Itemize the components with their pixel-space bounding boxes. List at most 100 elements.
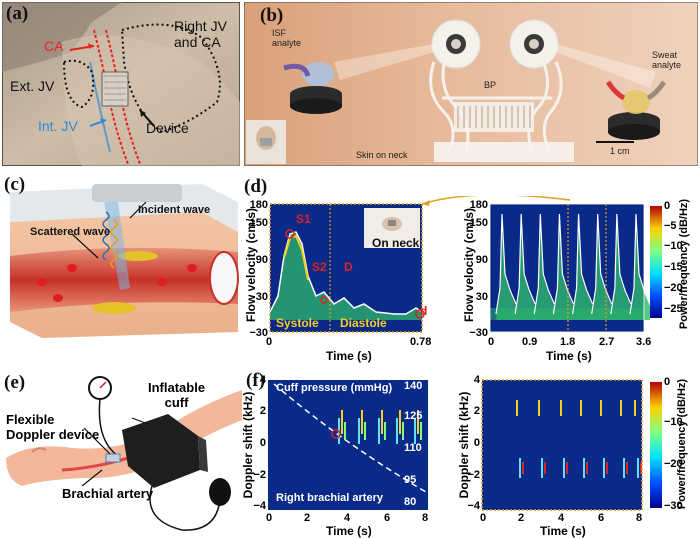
f-burst (417, 410, 419, 434)
d-left-xtick-1: 0.78 (410, 336, 432, 348)
d-inset-label: On neck (372, 236, 420, 250)
d-colorbar-label: Power/frequency (dB/Hz) (678, 198, 690, 330)
scattered-wave-label: Scattered wave (30, 226, 111, 238)
d-marker-d: D (344, 260, 353, 274)
f-burst (522, 462, 524, 474)
d-left-xtick-0: 0 (266, 336, 273, 348)
f-burst (414, 418, 416, 444)
f-burst (541, 458, 543, 478)
f-burst (399, 410, 401, 434)
f-burst (384, 422, 386, 440)
d-right-pulse (610, 216, 631, 320)
f-colorbar-label: Power/frequency (dB/Hz) (676, 378, 688, 510)
f-burst (626, 462, 628, 474)
f-burst (381, 410, 383, 434)
d-marker-s1: S1 (296, 212, 311, 226)
f-burst (396, 418, 398, 444)
d-systole-label: Systole (276, 316, 319, 330)
e-brachial-artery-label: Brachial artery (62, 486, 154, 501)
d-right-pulse-envelope (533, 213, 555, 315)
int-jv-label: Int. JV (38, 118, 78, 134)
f-burst (586, 462, 588, 474)
panel-f-label: (f) (246, 370, 265, 391)
d-marker-d-end: d (420, 304, 428, 318)
f-burst (344, 422, 346, 440)
f-burst (358, 418, 360, 444)
d-right-pulse (630, 216, 650, 320)
d-right-pulse-envelope (571, 213, 594, 315)
f-burst (563, 458, 565, 478)
f-burst (623, 458, 625, 478)
d-right-pulse (496, 216, 516, 320)
device-label: Device (146, 120, 189, 136)
f-left-plot (268, 380, 428, 510)
d-left-envelope (270, 232, 422, 320)
panel-d-charts (269, 196, 662, 333)
d-right-pulse-envelope (495, 213, 517, 315)
d-marker-s2: S2 (312, 260, 327, 274)
ext-jv-label: Ext. JV (10, 78, 55, 94)
d-right-xlabel: Time (s) (546, 349, 592, 363)
panel-a-photo (1, 1, 241, 167)
panel-e-label: (e) (4, 372, 26, 393)
d-right-pulse (534, 216, 555, 320)
panel-c-label: (c) (4, 174, 26, 195)
d-right-pulse-envelope (591, 213, 613, 315)
d-right-pulse (572, 216, 593, 320)
f-burst (606, 462, 608, 474)
f-cuff-pressure-label: Cuff pressure (mmHg) (276, 382, 393, 394)
f-right-xlabel: Time (s) (540, 524, 586, 538)
f-burst (580, 400, 582, 416)
f-left-ylabel: Doppler shift (kHz) (241, 391, 255, 499)
f-burst (341, 410, 343, 434)
d-right-pulse-envelope (629, 213, 651, 315)
f-burst (361, 410, 363, 434)
d-right-pulse (591, 216, 612, 320)
d-left-xlabel: Time (s) (326, 349, 372, 363)
d-right-pulse (553, 216, 574, 320)
f-burst (640, 462, 642, 474)
f-burst (583, 458, 585, 478)
panel-d-label: (d) (244, 176, 268, 197)
d-right-pulse-envelope (610, 213, 632, 315)
panel-f-charts (268, 379, 662, 511)
f-burst (364, 422, 366, 440)
f-burst (538, 400, 540, 416)
device-patch (101, 71, 129, 107)
f-burst (634, 400, 636, 416)
f-burst (600, 400, 602, 416)
panel-c-illustration (2, 172, 242, 338)
f-right-brachial-label: Right brachial artery (276, 492, 383, 504)
incident-wave-label: Incident wave (138, 204, 211, 216)
panel-b-photo (243, 1, 699, 167)
f-burst (620, 400, 622, 416)
f-burst (637, 458, 639, 478)
f-burst (603, 458, 605, 478)
f-burst (566, 462, 568, 474)
f-right-ylabel: Doppler shift (kHz) (457, 391, 471, 499)
ca-label: CA (44, 38, 64, 54)
ca-outline (93, 29, 129, 165)
f-right-plot (482, 380, 642, 510)
f-burst (519, 458, 521, 478)
d-diastole-label: Diastole (340, 316, 387, 330)
skin-on-neck-label: Skin on neck (356, 150, 408, 160)
panel-e-illustration (6, 376, 242, 531)
bp-label: BP (484, 80, 497, 90)
d-right-pulse-envelope (514, 213, 536, 315)
f-burst (544, 462, 546, 474)
f-left-xlabel: Time (s) (326, 524, 372, 538)
f-colorbar (650, 382, 662, 508)
f-burst (516, 400, 518, 416)
f-burst (420, 422, 422, 440)
panel-a-label: (a) (6, 3, 29, 24)
scale-bar-label: 1 cm (610, 146, 630, 156)
d-right-pulse (515, 216, 536, 320)
f-burst (402, 422, 404, 440)
f-burst (560, 400, 562, 416)
